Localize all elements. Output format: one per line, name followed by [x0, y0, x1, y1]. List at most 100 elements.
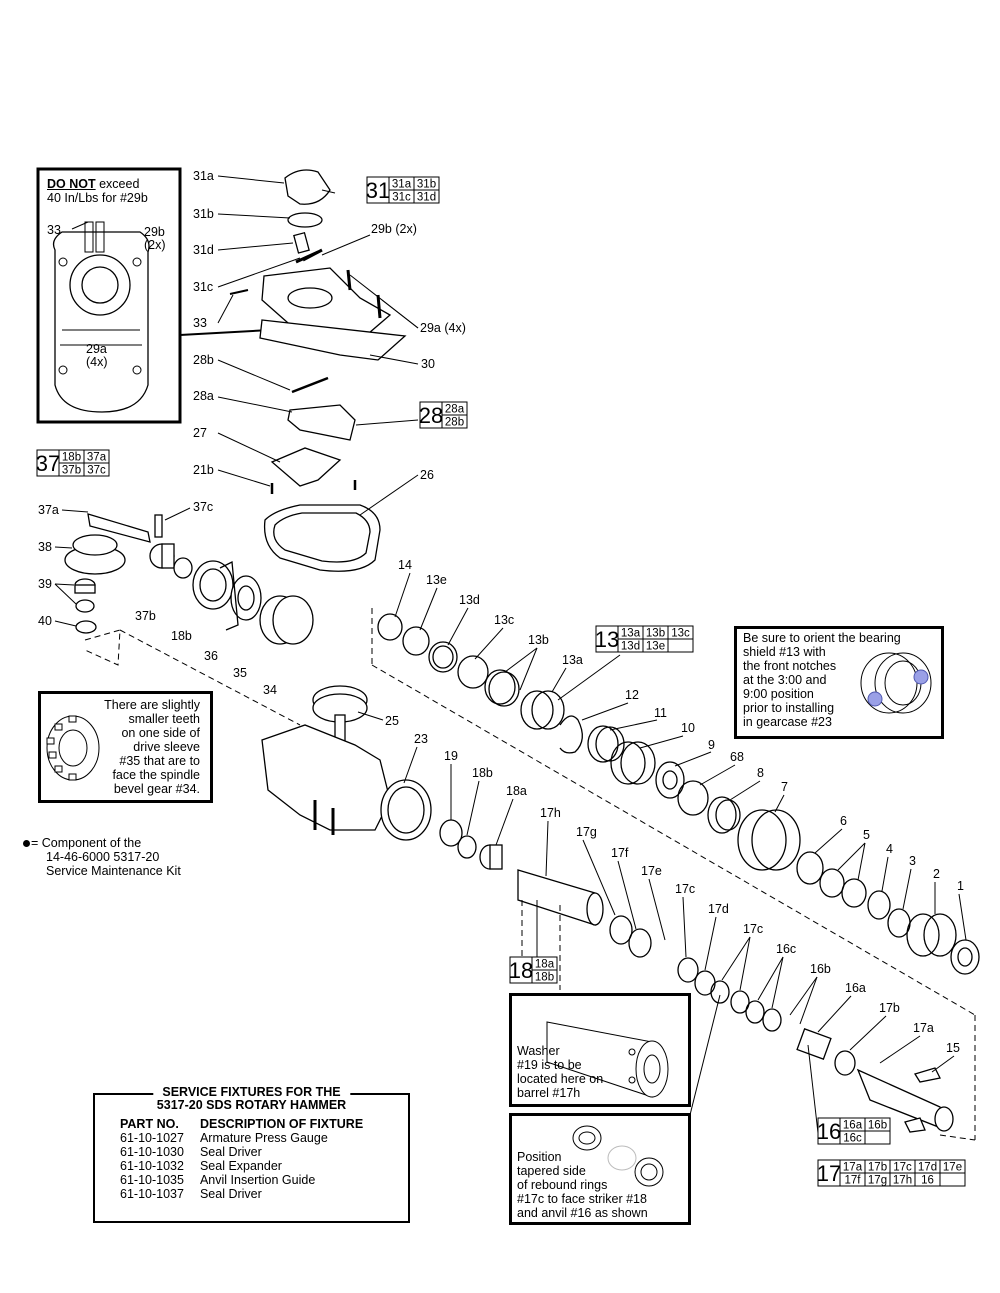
fixture-part: 61-10-1032 — [120, 1159, 184, 1173]
drive-sleeve-note-0: There are slightly — [104, 698, 200, 712]
rebound-note-4: and anvil #16 as shown — [517, 1206, 648, 1220]
fixture-desc: Seal Driver — [199, 1187, 262, 1201]
fixtures-col-desc: DESCRIPTION OF FIXTURE — [199, 1117, 364, 1131]
callout-18b: 18b — [171, 629, 192, 643]
kit-number: 13 — [595, 627, 619, 652]
callout-37b: 37b — [135, 609, 156, 623]
fixture-part: 61-10-1027 — [120, 1131, 184, 1145]
kit-sub-part: 31c — [392, 192, 411, 204]
fixture-desc: Anvil Insertion Guide — [199, 1173, 316, 1187]
kit-sub-part: 13e — [646, 641, 665, 653]
callout-27: 27 — [193, 426, 207, 440]
drive-sleeve-note-6: bevel gear #34. — [113, 782, 200, 796]
callout-16a: 16a — [845, 981, 866, 995]
callout-7: 7 — [781, 780, 788, 794]
fixture-part: 61-10-1030 — [120, 1145, 184, 1159]
callout-13d: 13d — [459, 593, 480, 607]
drive-sleeve-note-1: smaller teeth — [128, 712, 200, 726]
barrel-assembly — [439, 819, 954, 1133]
kit-legend-line3: Service Maintenance Kit — [46, 864, 181, 878]
fixture-desc: Seal Driver — [199, 1145, 262, 1159]
kit-sub-part: 28a — [445, 404, 465, 416]
torque-note-line2: 40 In/Lbs for #29b — [47, 191, 148, 205]
callout-34: 34 — [263, 683, 277, 697]
kit-sub-part: 28b — [445, 417, 464, 429]
barrel-washer-icon — [546, 1021, 669, 1098]
kit-sub-part: 16a — [843, 1120, 863, 1132]
callout-13a: 13a — [562, 653, 583, 667]
kit-number: 18 — [509, 958, 533, 983]
callout-17f: 17f — [611, 846, 629, 860]
rebound-note-2: of rebound rings — [517, 1178, 608, 1192]
callout-17h: 17h — [540, 806, 561, 820]
callout-30: 30 — [421, 357, 435, 371]
kit-sub-part: 16 — [921, 1175, 934, 1187]
assembly-lines — [84, 608, 976, 1141]
kit-sub-part: 31a — [392, 179, 412, 191]
washer-note-3: barrel #17h — [517, 1086, 581, 1100]
callout-39: 39 — [38, 577, 52, 591]
left-parts — [64, 513, 314, 645]
kit-sub-part: 13c — [671, 628, 690, 640]
kit-sub-part: 18a — [535, 959, 555, 971]
drive-sleeve-note-3: drive sleeve — [133, 740, 200, 754]
inset-callout-33: 33 — [47, 223, 61, 237]
kit-legend-line2: 14-46-6000 5317-20 — [46, 850, 160, 864]
bearing-note-0: Be sure to orient the bearing — [743, 631, 901, 645]
callout-29a: 29a (4x) — [420, 321, 466, 335]
washer-inset: Washer #19 is to be located here on barr… — [509, 993, 691, 1107]
bearing-note-5: prior to installing — [743, 701, 835, 715]
kit-sub-part: 16b — [868, 1120, 887, 1132]
rebound-rings-icon — [572, 1125, 664, 1187]
kit-sub-part: 37a — [87, 452, 107, 464]
callout-13b: 13b — [528, 633, 549, 647]
callout-36: 36 — [204, 649, 218, 663]
kit-sub-part: 16c — [843, 1133, 862, 1145]
callout-31b: 31b — [193, 207, 214, 221]
service-fixtures-table: SERVICE FIXTURES FOR THE 5317-20 SDS ROT… — [93, 1086, 410, 1223]
callout-31d: 31d — [193, 243, 214, 257]
callouts: 31a 31b 31d 31c 33 29b (2x) 29a (4x) 30 … — [38, 169, 964, 1131]
torque-note-line1: exceed — [95, 177, 140, 191]
callout-26: 26 — [420, 468, 434, 482]
callout-18a: 18a — [506, 784, 527, 798]
upper-assembly-parts — [229, 169, 407, 572]
callout-40: 40 — [38, 614, 52, 628]
fixture-part: 61-10-1035 — [120, 1173, 184, 1187]
torque-note: DO NOT exceed 40 In/Lbs for #29b — [47, 177, 148, 205]
callout-37a: 37a — [38, 503, 59, 517]
callout-25: 25 — [385, 714, 399, 728]
kit-sub-part: 18b — [535, 972, 554, 984]
bearing-note-6: in gearcase #23 — [743, 715, 832, 729]
kit-dot-icon — [23, 840, 30, 847]
rebound-ring-inset: Position tapered side of rebound rings #… — [509, 1113, 691, 1225]
callout-11: 11 — [654, 706, 667, 720]
kit-number: 16 — [817, 1119, 841, 1144]
callout-9: 9 — [708, 738, 715, 752]
callout-13e: 13e — [426, 573, 447, 587]
kit-legend-line1: = Component of the — [31, 836, 142, 850]
kit-number: 31 — [366, 178, 390, 203]
gearcase-cover-inset — [36, 167, 182, 424]
bearing-shield-icon — [860, 652, 932, 714]
drive-sleeve-inset: There are slightly smaller teeth on one … — [38, 691, 213, 803]
callout-17c-2: 17c — [743, 922, 763, 936]
kit-sub-part: 18b — [62, 452, 81, 464]
callout-19: 19 — [444, 749, 458, 763]
kit-sub-part: 13d — [621, 641, 640, 653]
drive-sleeve-note-5: face the spindle — [112, 768, 200, 782]
kit-number: 17 — [817, 1161, 841, 1186]
callout-16b: 16b — [810, 962, 831, 976]
washer-note-0: Washer — [517, 1044, 560, 1058]
callout-37c: 37c — [193, 500, 213, 514]
callout-17d: 17d — [708, 902, 729, 916]
callout-3: 3 — [909, 854, 916, 868]
kit-sub-part: 37b — [62, 465, 81, 477]
